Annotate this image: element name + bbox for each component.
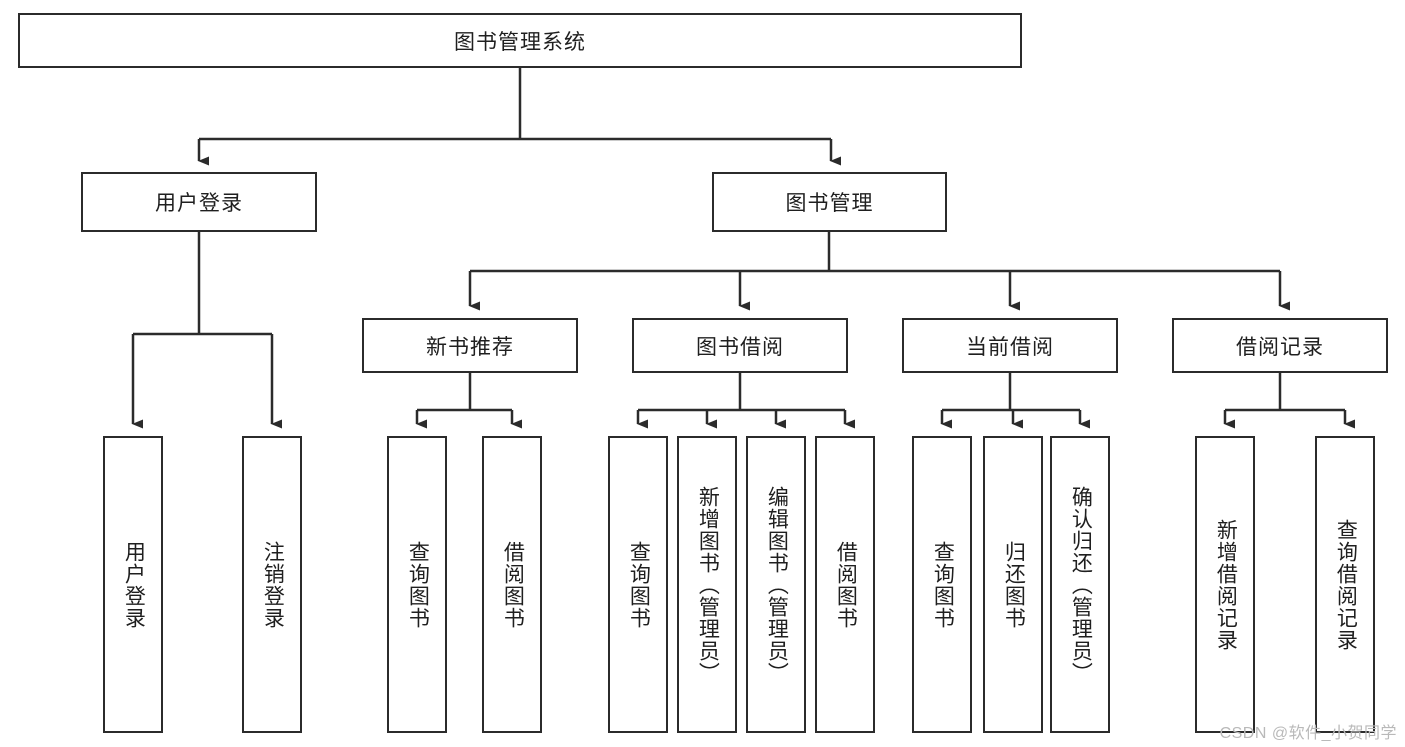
- node-leaf-query-book-current-label: 查询图书: [931, 540, 955, 629]
- node-leaf-add-book-admin[interactable]: 新增图书（管理员）: [677, 436, 737, 733]
- node-book-management-label: 图书管理: [785, 192, 874, 215]
- node-book-management[interactable]: 图书管理: [712, 172, 947, 232]
- node-book-borrow-label: 图书借阅: [696, 335, 784, 359]
- node-leaf-borrow-book-rec-label: 借阅图书: [501, 540, 525, 629]
- node-root[interactable]: 图书管理系统: [18, 13, 1022, 68]
- node-borrow-records[interactable]: 借阅记录: [1172, 318, 1388, 373]
- node-root-label: 图书管理系统: [454, 30, 586, 54]
- node-leaf-edit-book-admin-label: 编辑图书（管理员）: [765, 485, 789, 684]
- node-leaf-user-login[interactable]: 用户登录: [103, 436, 163, 733]
- node-leaf-add-book-admin-label: 新增图书（管理员）: [696, 485, 720, 684]
- node-leaf-query-borrow-record-label: 查询借阅记录: [1334, 518, 1358, 651]
- node-leaf-query-book-borrow[interactable]: 查询图书: [608, 436, 668, 733]
- node-user-login-label: 用户登录: [155, 192, 243, 215]
- node-leaf-add-borrow-record[interactable]: 新增借阅记录: [1195, 436, 1255, 733]
- node-new-book-recommend-label: 新书推荐: [426, 335, 514, 359]
- node-current-borrow-label: 当前借阅: [966, 335, 1054, 359]
- node-leaf-query-book-current[interactable]: 查询图书: [912, 436, 972, 733]
- watermark-text: CSDN @软件_小贺同学: [1219, 725, 1397, 742]
- node-borrow-records-label: 借阅记录: [1236, 335, 1324, 359]
- node-current-borrow[interactable]: 当前借阅: [902, 318, 1118, 373]
- node-leaf-borrow-book[interactable]: 借阅图书: [815, 436, 875, 733]
- node-leaf-query-book-rec-label: 查询图书: [406, 540, 430, 629]
- node-leaf-edit-book-admin[interactable]: 编辑图书（管理员）: [746, 436, 806, 733]
- node-leaf-borrow-book-label: 借阅图书: [834, 540, 858, 629]
- node-leaf-user-login-label: 用户登录: [122, 540, 146, 629]
- node-book-borrow[interactable]: 图书借阅: [632, 318, 848, 373]
- node-leaf-add-borrow-record-label: 新增借阅记录: [1214, 518, 1238, 651]
- node-leaf-return-book-label: 归还图书: [1002, 540, 1026, 629]
- node-leaf-query-book-rec[interactable]: 查询图书: [387, 436, 447, 733]
- node-leaf-confirm-return-admin-label: 确认归还（管理员）: [1069, 485, 1093, 684]
- node-leaf-query-borrow-record[interactable]: 查询借阅记录: [1315, 436, 1375, 733]
- node-leaf-logout-label: 注销登录: [261, 540, 285, 629]
- node-leaf-borrow-book-rec[interactable]: 借阅图书: [482, 436, 542, 733]
- node-leaf-logout[interactable]: 注销登录: [242, 436, 302, 733]
- node-leaf-confirm-return-admin[interactable]: 确认归还（管理员）: [1050, 436, 1110, 733]
- node-leaf-return-book[interactable]: 归还图书: [983, 436, 1043, 733]
- node-user-login[interactable]: 用户登录: [81, 172, 317, 232]
- node-leaf-query-book-borrow-label: 查询图书: [627, 540, 651, 629]
- node-new-book-recommend[interactable]: 新书推荐: [362, 318, 578, 373]
